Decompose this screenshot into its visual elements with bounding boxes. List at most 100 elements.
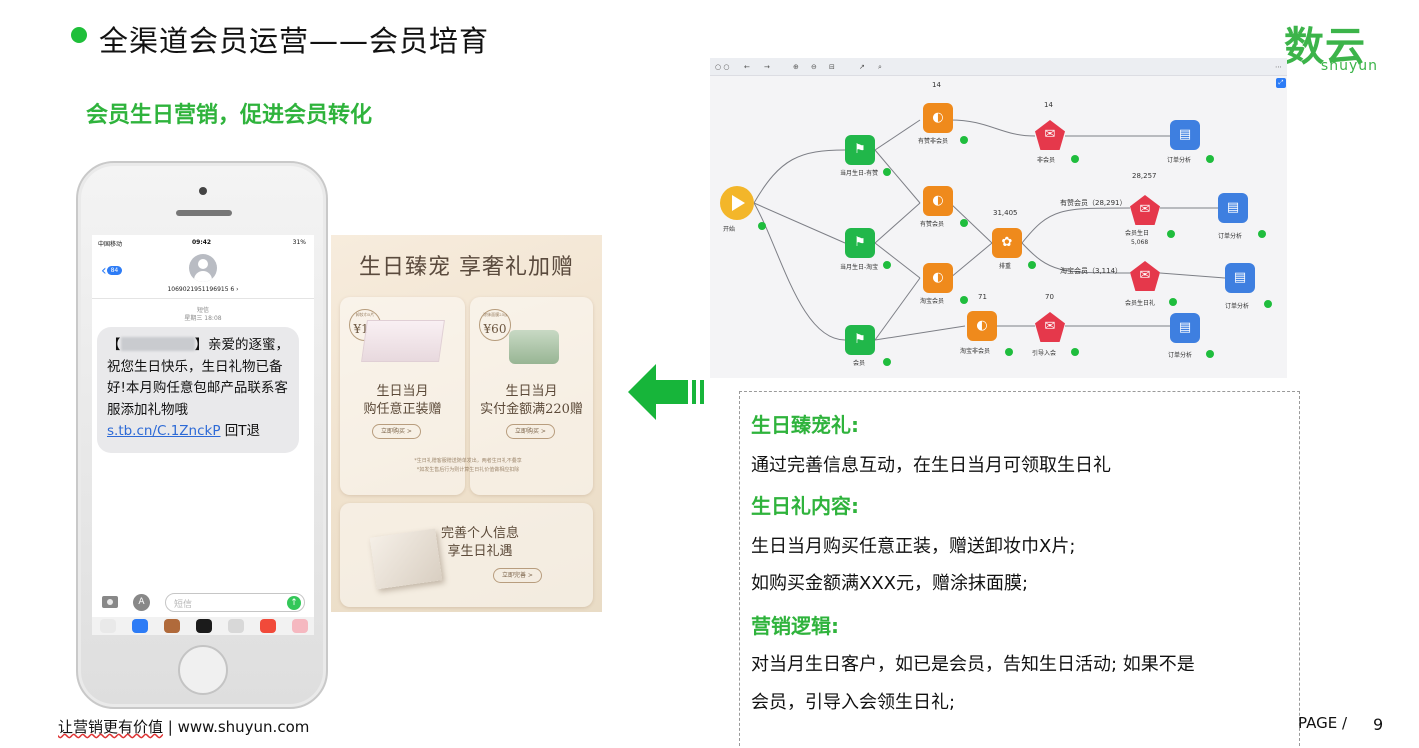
unread-count-badge: 84 bbox=[106, 266, 123, 275]
logo-text-cn: 数云 bbox=[1284, 24, 1366, 70]
start-node[interactable] bbox=[720, 186, 754, 220]
appstore-app-icon[interactable] bbox=[132, 619, 148, 633]
home-button[interactable] bbox=[178, 645, 228, 695]
workflow-edges bbox=[753, 119, 1226, 341]
status-ok-icon bbox=[1258, 230, 1266, 238]
count-label: 28,257 bbox=[1132, 172, 1157, 180]
section-subtitle: 会员生日营销，促进会员转化 bbox=[86, 103, 373, 128]
back-button[interactable]: ‹84 bbox=[101, 263, 123, 279]
footer-slogan: 让营销更有价值 bbox=[58, 718, 164, 736]
split-node-taobao-nonmember[interactable]: ◐ bbox=[967, 311, 997, 341]
camera-icon[interactable] bbox=[102, 596, 118, 608]
left-buy-button[interactable]: 立即购买 > bbox=[372, 424, 421, 439]
footer: 让营销更有价值 | www.shuyun.com bbox=[58, 716, 309, 737]
expand-icon[interactable]: ⤢ bbox=[1276, 78, 1286, 88]
compose-bar: A 短信 ↑ bbox=[92, 593, 314, 613]
filter-node-taobao[interactable]: ⚑ bbox=[845, 228, 875, 258]
makeup-wipes-image bbox=[361, 320, 445, 362]
workflow-canvas: ○ ○ ← → ⊕ ⊖ ⊟ ↗ ⌕ ⋯ ⤢ 开始 ⚑ bbox=[710, 58, 1287, 378]
phone-camera bbox=[199, 187, 207, 195]
search-icon[interactable]: ⌕ bbox=[878, 63, 882, 71]
message-meta: 短信 星期三 18:08 bbox=[92, 307, 314, 323]
right-offer-line1: 生日当月 bbox=[505, 384, 558, 399]
header-divider bbox=[92, 298, 314, 299]
label-youzan-member: 有赞会员 bbox=[920, 221, 945, 228]
count-label: 14 bbox=[932, 81, 941, 89]
label-dedupe: 排重 bbox=[999, 263, 1012, 270]
sticker-app-icon[interactable] bbox=[292, 619, 308, 633]
logo-text-en: shuyun bbox=[1320, 58, 1378, 74]
zoom-out-icon[interactable]: ⊖ bbox=[811, 63, 817, 71]
footer-divider: | bbox=[167, 718, 173, 736]
profile-line2: 享生日礼遇 bbox=[447, 544, 513, 559]
send-arrow-icon[interactable]: ↑ bbox=[287, 596, 301, 610]
sms-bubble: 【】亲爱的逐蜜，祝您生日快乐，生日礼物已备好!本月购任意包邮产品联系客服添加礼物… bbox=[97, 327, 299, 453]
app-store-icon[interactable]: A bbox=[133, 594, 150, 611]
status-ok-icon bbox=[883, 261, 891, 269]
filter-node-member[interactable]: ⚑ bbox=[845, 325, 875, 355]
page-number: 9 bbox=[1373, 715, 1384, 734]
window-controls-icon[interactable]: ○ ○ bbox=[715, 63, 730, 71]
redo-icon[interactable]: → bbox=[764, 63, 770, 71]
order-analysis-node-1[interactable]: ▤ bbox=[1170, 120, 1200, 150]
count-label: 70 bbox=[1045, 293, 1054, 301]
battery-level: 31% bbox=[292, 239, 306, 246]
count-label: 71 bbox=[978, 293, 987, 301]
promo-card-right: 涂抹面膜25g¥60 生日当月 实付金额满220赠 立即购买 > bbox=[470, 297, 593, 495]
text-gift-content-1: 生日当月购买任意正装，赠送卸妆巾X片; bbox=[751, 536, 1076, 557]
order-analysis-node-2[interactable]: ▤ bbox=[1218, 193, 1248, 223]
contact-avatar-icon[interactable] bbox=[189, 254, 217, 282]
fit-icon[interactable]: ⊟ bbox=[829, 63, 835, 71]
birthday-promo-image: 生日臻宠 享奢礼加赠 卸妆巾5片¥14 生日当月 购任意正装赠 立即购买 > 涂… bbox=[331, 235, 602, 612]
text-marketing-logic-2: 会员，引导入会领生日礼; bbox=[751, 692, 956, 713]
footer-url[interactable]: www.shuyun.com bbox=[177, 718, 310, 736]
status-ok-icon bbox=[758, 222, 766, 230]
label-guide-join: 引导入会 bbox=[1032, 350, 1057, 357]
text-marketing-logic-1: 对当月生日客户，如已是会员，告知生日活动; 如果不是 bbox=[751, 654, 1195, 675]
search-app-icon[interactable] bbox=[228, 619, 244, 633]
price-note-right: 涂抹面膜25g bbox=[483, 312, 507, 317]
profile-line1: 完善个人信息 bbox=[440, 526, 519, 541]
split-node-youzan-nonmember[interactable]: ◐ bbox=[923, 103, 953, 133]
photos-app-icon[interactable] bbox=[100, 619, 116, 633]
zoom-in-icon[interactable]: ⊕ bbox=[793, 63, 799, 71]
complete-profile-button[interactable]: 立即完善 > bbox=[493, 568, 542, 583]
dedupe-node[interactable]: ✿ bbox=[992, 228, 1022, 258]
filter-node-youzan[interactable]: ⚑ bbox=[845, 135, 875, 165]
split-node-taobao-member[interactable]: ◐ bbox=[923, 263, 953, 293]
export-icon[interactable]: ↗ bbox=[859, 63, 865, 71]
label-order-analysis: 订单分析 bbox=[1218, 233, 1243, 240]
split-node-youzan-member[interactable]: ◐ bbox=[923, 186, 953, 216]
start-label: 开始 bbox=[723, 226, 736, 233]
status-bar: 中国移动 09:42 31% bbox=[92, 239, 314, 251]
phone-screen: 中国移动 09:42 31% ‹84 1069021951196915 6 › … bbox=[92, 235, 314, 635]
order-analysis-node-4[interactable]: ▤ bbox=[1170, 313, 1200, 343]
order-analysis-node-3[interactable]: ▤ bbox=[1225, 263, 1255, 293]
face-mask-jar-image bbox=[509, 330, 559, 364]
undo-icon[interactable]: ← bbox=[744, 63, 750, 71]
message-text: 】亲爱的逐蜜，祝您生日快乐，生日礼物已备好!本月购任意包邮产品联系客服添加礼物哦 bbox=[107, 337, 289, 418]
status-ok-icon bbox=[1071, 348, 1079, 356]
status-ok-icon bbox=[1071, 155, 1079, 163]
message-input[interactable]: 短信 ↑ bbox=[165, 593, 305, 612]
label-taobao-member: 淘宝会员 bbox=[920, 298, 945, 305]
count-label: 14 bbox=[1044, 101, 1053, 109]
heart-app-icon[interactable] bbox=[196, 619, 212, 633]
label-youzan-nonmember: 有赞非会员 bbox=[918, 138, 949, 145]
page-title: 全渠道会员运营——会员培育 bbox=[99, 24, 490, 58]
label-order-analysis: 订单分析 bbox=[1167, 157, 1192, 164]
message-link[interactable]: s.tb.cn/C.1ZnckP bbox=[107, 423, 221, 439]
redacted-sender bbox=[120, 337, 195, 351]
label-member-gift: 会员生日礼 bbox=[1125, 300, 1156, 307]
page-label: PAGE / bbox=[1298, 714, 1348, 732]
price-right: ¥60 bbox=[483, 322, 507, 336]
memoji-app-icon[interactable] bbox=[164, 619, 180, 633]
gift-box-image bbox=[369, 528, 443, 590]
kitchen-app-icon[interactable] bbox=[260, 619, 276, 633]
more-icon[interactable]: ⋯ bbox=[1275, 63, 1282, 71]
status-ok-icon bbox=[1206, 155, 1214, 163]
left-offer-line2: 购任意正装赠 bbox=[363, 402, 442, 417]
contact-number: 1069021951196915 6 › bbox=[167, 286, 239, 293]
status-ok-icon bbox=[1167, 230, 1175, 238]
right-buy-button[interactable]: 立即购买 > bbox=[506, 424, 555, 439]
